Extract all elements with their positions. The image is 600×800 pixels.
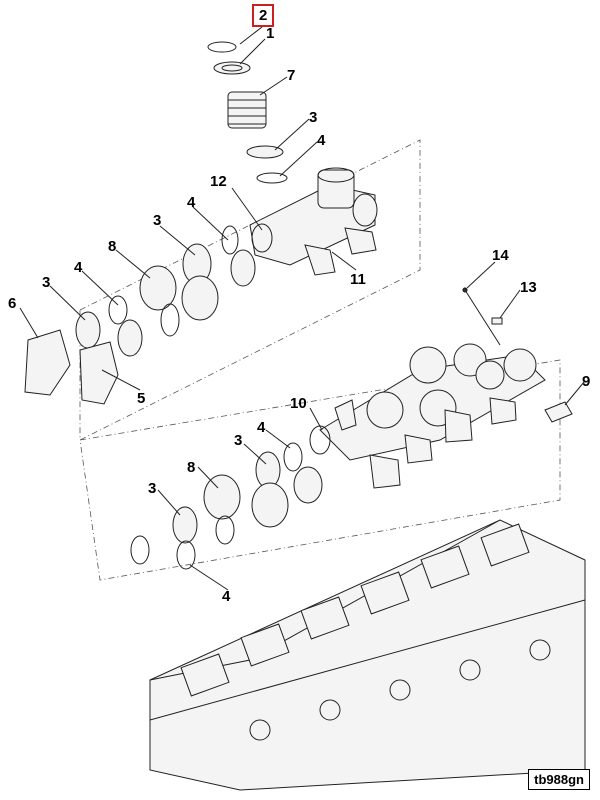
callout-3[interactable]: 3 bbox=[309, 109, 318, 126]
clamp-ring bbox=[246, 145, 288, 184]
gasket-part-9 bbox=[544, 401, 573, 423]
lower-assembly-frame bbox=[79, 359, 561, 581]
callout-8[interactable]: 8 bbox=[187, 459, 196, 476]
callout-4[interactable]: 4 bbox=[257, 419, 266, 436]
elbow-part-5 bbox=[79, 341, 119, 405]
elbow-part-6 bbox=[24, 329, 71, 396]
callout-5[interactable]: 5 bbox=[137, 390, 146, 407]
callout-3[interactable]: 3 bbox=[148, 480, 157, 497]
callout-1[interactable]: 1 bbox=[266, 25, 275, 42]
upper-exhaust-manifold bbox=[249, 167, 378, 276]
bellows-part-7 bbox=[227, 91, 267, 129]
engine-block bbox=[149, 519, 586, 791]
callout-14[interactable]: 14 bbox=[492, 247, 509, 264]
callout-2-selected[interactable]: 2 bbox=[252, 4, 275, 27]
callout-6[interactable]: 6 bbox=[8, 295, 17, 312]
callout-3[interactable]: 3 bbox=[234, 432, 243, 449]
gasket-part-2 bbox=[207, 41, 237, 53]
drawing-id-label: tb988gn bbox=[528, 769, 590, 790]
upper-clamp-and-seal-rings bbox=[75, 225, 256, 357]
callout-8[interactable]: 8 bbox=[108, 238, 117, 255]
lower-exhaust-manifold bbox=[319, 343, 546, 489]
callout-7[interactable]: 7 bbox=[287, 67, 296, 84]
flange-part-1 bbox=[213, 61, 251, 75]
leader-lines bbox=[19, 26, 585, 591]
callout-4[interactable]: 4 bbox=[222, 588, 231, 605]
callout-4[interactable]: 4 bbox=[317, 132, 326, 149]
callout-10[interactable]: 10 bbox=[290, 395, 307, 412]
stud-part-14 bbox=[462, 287, 501, 346]
callout-4[interactable]: 4 bbox=[187, 194, 196, 211]
lower-clamp-and-seal-rings bbox=[130, 425, 331, 570]
nut-part-13 bbox=[491, 317, 503, 325]
callout-3[interactable]: 3 bbox=[153, 212, 162, 229]
callout-12[interactable]: 12 bbox=[210, 173, 227, 190]
callout-13[interactable]: 13 bbox=[520, 279, 537, 296]
upper-assembly-frame bbox=[79, 139, 421, 441]
callout-9[interactable]: 9 bbox=[582, 373, 591, 390]
callout-4[interactable]: 4 bbox=[74, 259, 83, 276]
callout-11[interactable]: 11 bbox=[350, 271, 366, 288]
callout-3[interactable]: 3 bbox=[42, 274, 51, 291]
